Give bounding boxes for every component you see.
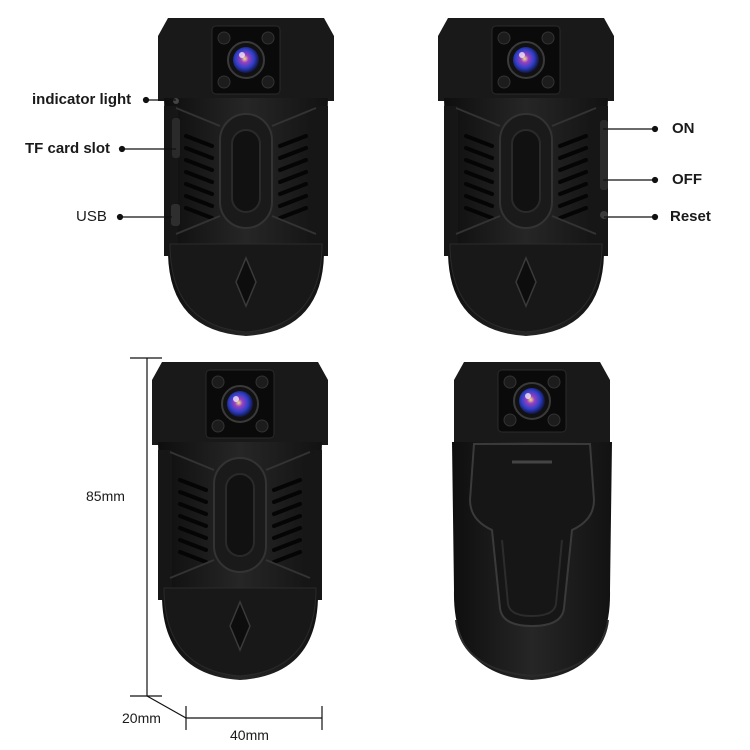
height-dimension-label: 85mm bbox=[86, 488, 125, 504]
left-callout-lines bbox=[116, 96, 176, 221]
dimension-lines bbox=[130, 357, 323, 730]
camera-back-clip-view bbox=[450, 360, 614, 682]
camera-front-dimension-view bbox=[150, 360, 330, 682]
tf-card-slot-detail bbox=[172, 118, 180, 158]
right-callout-lines bbox=[603, 125, 659, 221]
reset-label: Reset bbox=[670, 208, 711, 225]
depth-dimension-label: 20mm bbox=[122, 710, 161, 726]
usb-label: USB bbox=[76, 208, 107, 225]
camera-front-left-view bbox=[156, 16, 336, 338]
reset-button-detail bbox=[600, 211, 608, 219]
camera-front-right-view bbox=[436, 16, 616, 338]
tf-card-slot-label: TF card slot bbox=[25, 140, 111, 157]
power-switch-detail bbox=[600, 120, 608, 190]
indicator-light-detail bbox=[173, 98, 179, 104]
width-dimension-label: 40mm bbox=[230, 727, 269, 743]
on-label: ON bbox=[672, 120, 695, 137]
usb-port-detail bbox=[171, 204, 180, 226]
off-label: OFF bbox=[672, 171, 702, 188]
indicator-light-label: indicator light bbox=[32, 91, 132, 108]
